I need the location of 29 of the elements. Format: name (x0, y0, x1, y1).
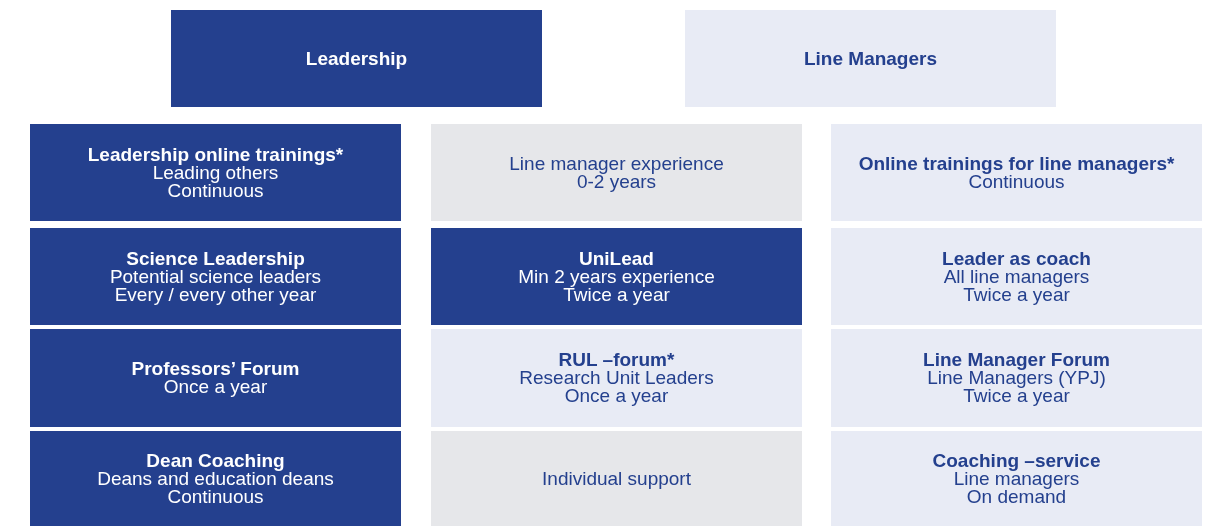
program-box (431, 124, 802, 221)
program-detail: Research Unit Leaders (519, 369, 714, 387)
program-detail: Min 2 years experience (518, 267, 715, 286)
program-title: Professors’ Forum (131, 360, 300, 378)
program-title: Leader as coach (942, 249, 1091, 268)
program-detail: Once a year (564, 387, 669, 405)
program-title: RUL –forum* (558, 351, 675, 369)
program-detail: Every / every other year (114, 285, 317, 304)
program-title: Dean Coaching (146, 451, 285, 470)
header-box (171, 10, 542, 107)
program-title: Online trainings for line managers* (858, 154, 1175, 173)
program-detail: Individual support (542, 469, 691, 488)
program-box (30, 124, 401, 221)
program-detail: Continuous (167, 487, 264, 506)
program-box (30, 228, 401, 325)
program-title: Coaching –service (932, 451, 1101, 470)
program-box (30, 329, 401, 427)
program-title: Science Leadership (126, 249, 305, 268)
program-detail: Once a year (163, 378, 268, 396)
program-box (431, 228, 802, 325)
header-title: Line Managers (803, 49, 937, 68)
header-title: Leadership (305, 49, 408, 68)
program-title: UniLead (579, 249, 654, 268)
program-title: Leadership online trainings* (87, 145, 344, 164)
program-detail: Twice a year (963, 387, 1070, 405)
program-detail: All line managers (943, 267, 1090, 286)
program-box (431, 431, 802, 526)
program-detail: Line manager experience (509, 154, 724, 173)
program-box (30, 431, 401, 526)
